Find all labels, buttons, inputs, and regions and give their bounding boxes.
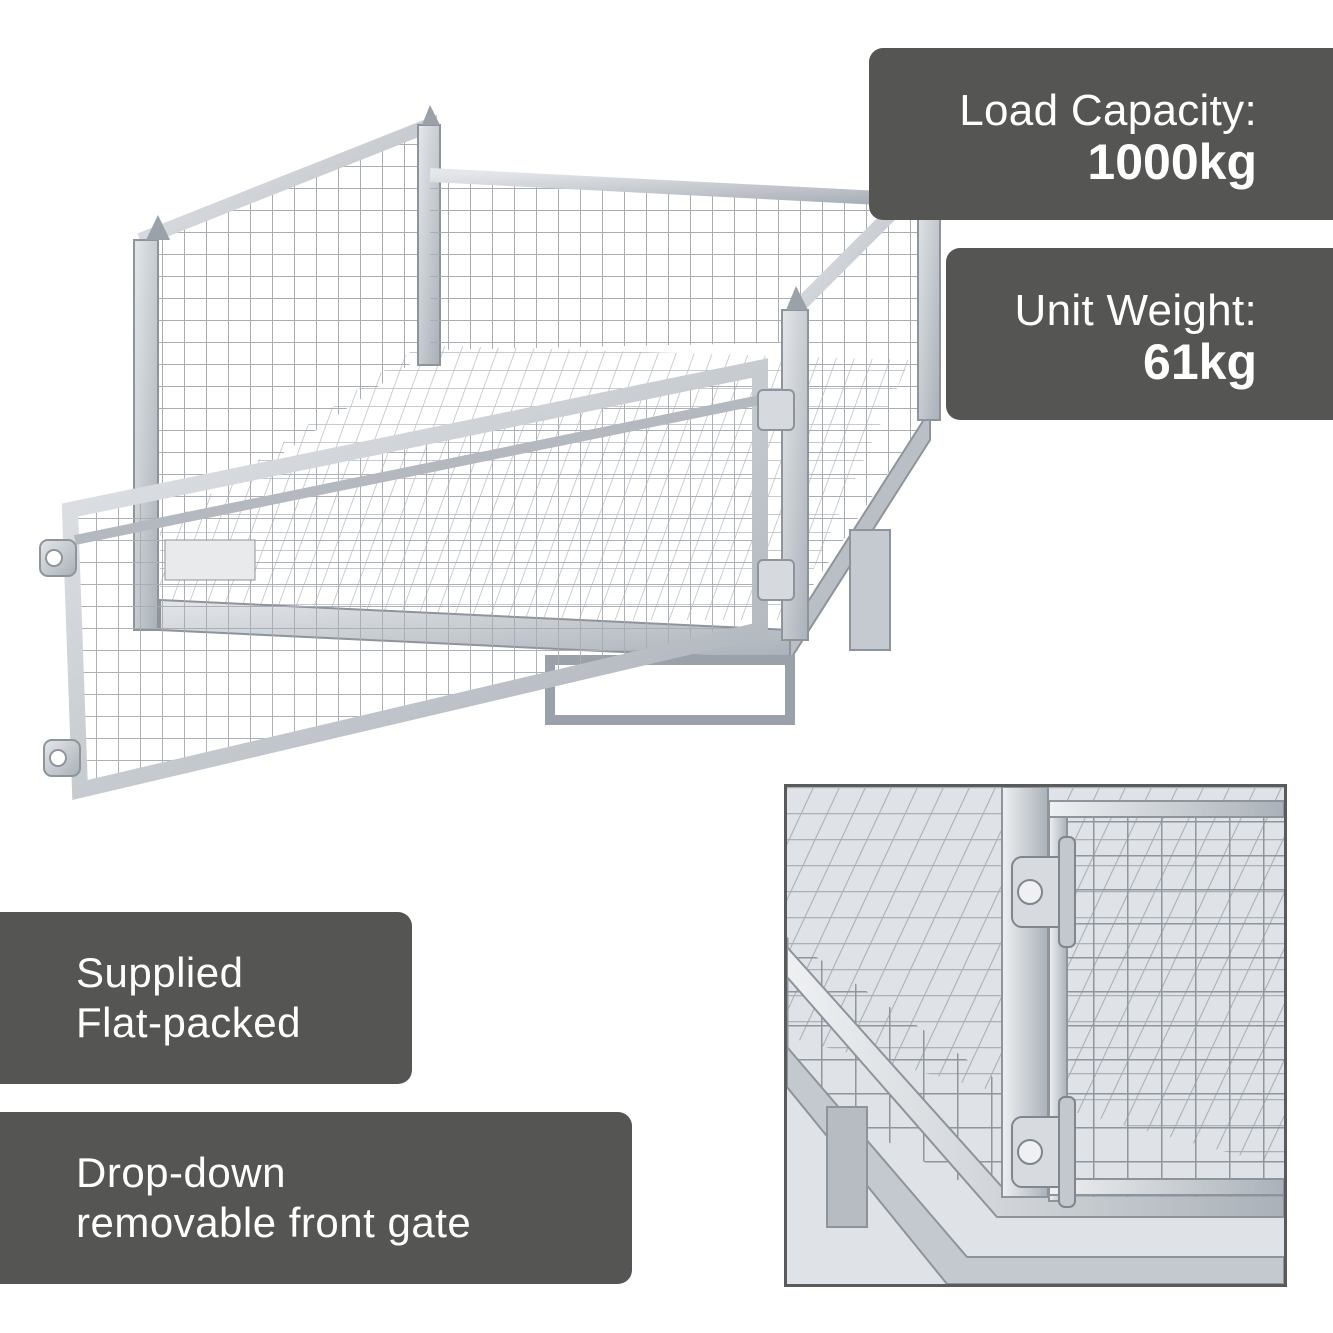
unit-weight-value: 61kg	[1143, 334, 1257, 390]
front-gate-line1: Drop-down	[76, 1149, 286, 1196]
unit-weight-panel: Unit Weight: 61kg	[946, 248, 1333, 420]
flat-packed-panel: Supplied Flat-packed	[0, 912, 412, 1084]
front-gate-text: Drop-down removable front gate	[76, 1148, 632, 1248]
unit-weight-label: Unit Weight:	[1014, 286, 1257, 335]
load-capacity-panel: Load Capacity: 1000kg	[869, 48, 1333, 220]
mesh-cage-image	[39, 105, 941, 801]
load-capacity-label: Load Capacity:	[959, 86, 1257, 135]
gate-hinge-detail-image	[784, 784, 1287, 1287]
flat-packed-line1: Supplied	[76, 949, 244, 996]
flat-packed-text: Supplied Flat-packed	[76, 948, 412, 1048]
flat-packed-line2: Flat-packed	[76, 999, 301, 1046]
front-gate-panel: Drop-down removable front gate	[0, 1112, 632, 1284]
load-capacity-value: 1000kg	[1087, 134, 1257, 190]
front-gate-line2: removable front gate	[76, 1199, 472, 1246]
